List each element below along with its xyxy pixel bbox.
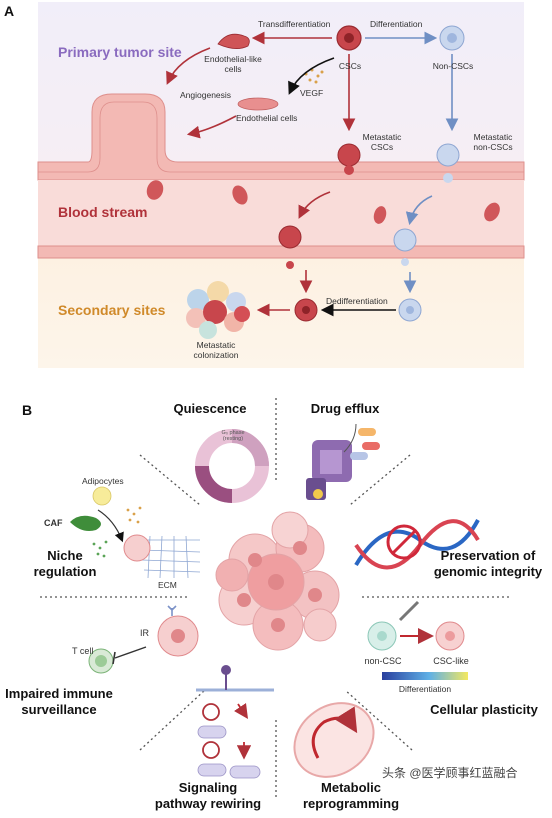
quiescence-title: Quiescence [173,401,247,416]
differentiation-label: Differentiation [370,19,423,29]
vegf-label: VEGF [300,88,324,98]
region-secondary-sites: Secondary sites [58,302,166,318]
signaling-line1: Signaling [178,780,238,795]
caf-label: CAF [44,518,63,528]
metabolic-line2: reprogramming [302,796,400,811]
adipocytes-label: Adipocytes [82,476,124,486]
region-blood-stream: Blood stream [58,204,148,220]
colonization-line1: Metastatic [196,340,236,350]
metastatic-cscs-line2: CSCs [370,142,394,152]
dedifferentiation-label: Dedifferentiation [326,296,388,306]
endothelial-like-label: Endothelial-like cells [198,54,268,74]
region-primary-tumor: Primary tumor site [58,44,182,60]
immune-surveillance-title: Impaired immune surveillance [0,686,118,718]
niche-line1: Niche [47,548,83,563]
genomic-integrity-title: Preservation of genomic integrity [424,548,552,580]
cellular-plasticity-title: Cellular plasticity [430,702,538,717]
niche-line2: regulation [33,564,97,579]
ecm-label: ECM [158,580,177,590]
metastatic-cscs-line1: Metastatic [362,132,402,142]
watermark-text: 头条 @医学顾事红蓝融合 [382,766,518,780]
genomic-line1: Preservation of [440,548,536,563]
genomic-line2: genomic integrity [433,564,543,579]
g0-phase-label: G₀ phase (resting) [208,430,258,442]
metastatic-non-cscs-line2: non-CSCs [473,142,513,152]
niche-regulation-title: Niche regulation [20,548,110,580]
immune-line2: surveillance [21,702,97,717]
metastatic-non-cscs-label: Metastatic non-CSCs [466,132,520,152]
g0-line2: (resting) [222,436,244,442]
metabolic-line1: Metabolic [321,780,381,795]
signaling-line2: pathway rewiring [154,796,262,811]
metastatic-non-cscs-line1: Metastatic [473,132,513,142]
metastatic-cscs-label: Metastatic CSCs [358,132,406,152]
colonization-line2: colonization [193,350,239,360]
metastatic-colonization-label: Metastatic colonization [186,340,246,360]
endothelial-like-line2: cells [224,64,242,74]
cscs-label: CSCs [338,61,362,71]
angiogenesis-label: Angiogenesis [180,90,232,100]
ir-label: IR [140,628,149,638]
panel-a-label: A [4,3,15,19]
endothelial-like-line1: Endothelial-like [204,54,262,64]
drug-efflux-title: Drug efflux [310,401,380,416]
csc-like-label: CSC-like [433,656,469,666]
t-cell-label: T cell [72,646,94,656]
endothelial-cells-label: Endothelial cells [236,113,298,123]
signaling-rewiring-title: Signaling pathway rewiring [148,780,268,812]
g0-line1: G₀ phase [221,430,245,436]
immune-line1: Impaired immune [5,686,113,701]
differentiation-gradient-label: Differentiation [398,684,452,694]
non-cscs-label: Non-CSCs [432,61,474,71]
panel-b-label: B [22,402,33,418]
transdifferentiation-label: Transdifferentiation [258,19,331,29]
non-csc-label: non-CSC [364,656,402,666]
metabolic-reprogramming-title: Metabolic reprogramming [296,780,406,812]
